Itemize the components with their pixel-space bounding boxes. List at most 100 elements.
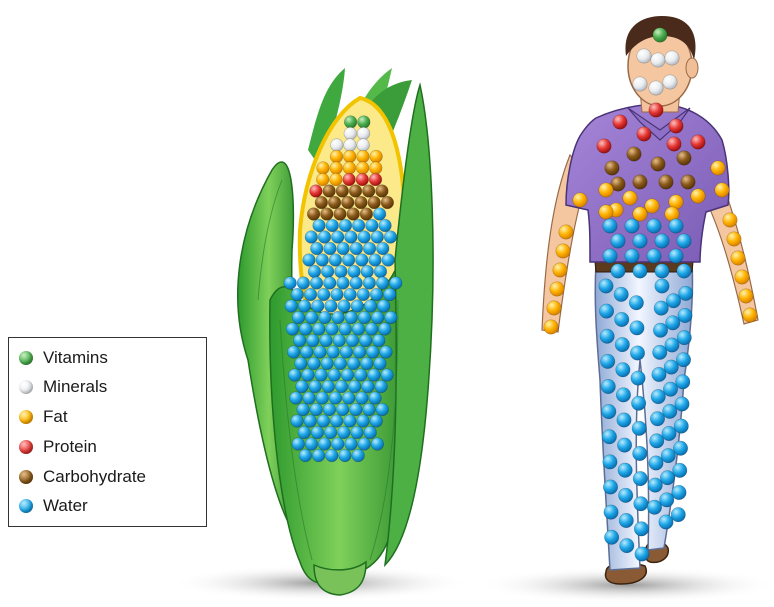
minerals-molecule <box>665 51 679 65</box>
water-molecule <box>632 421 646 435</box>
fat-molecule <box>317 162 330 175</box>
carbohydrate-molecule <box>651 157 665 171</box>
water-molecule <box>353 346 366 359</box>
water-molecule <box>337 277 350 290</box>
legend-item-carbohydrate: Carbohydrate <box>19 466 146 488</box>
water-molecule <box>290 392 303 405</box>
water-molecule <box>357 415 370 428</box>
fat-molecule <box>556 244 570 258</box>
water-molecule <box>363 242 376 255</box>
water-molecule <box>666 294 680 308</box>
water-molecule <box>329 254 342 267</box>
water-molecule <box>600 354 614 368</box>
water-molecule <box>294 357 307 370</box>
carbohydrate-molecule <box>368 196 381 209</box>
water-molecule <box>339 449 352 462</box>
water-molecule <box>292 311 305 324</box>
water-molecule <box>342 392 355 405</box>
water-molecule <box>313 323 326 336</box>
legend-label-minerals: Minerals <box>43 377 107 397</box>
fat-molecule <box>731 251 745 265</box>
carbohydrate-molecule <box>627 147 641 161</box>
water-molecule <box>299 449 312 462</box>
water-molecule <box>634 497 648 511</box>
water-molecule <box>358 438 371 451</box>
water-molecule <box>615 312 629 326</box>
water-molecule <box>305 311 318 324</box>
water-molecule <box>330 415 343 428</box>
water-molecule <box>611 264 625 278</box>
water-molecule <box>350 242 363 255</box>
water-molecule <box>363 403 376 416</box>
protein-molecule <box>669 119 683 133</box>
water-molecule <box>344 288 357 301</box>
water-molecule <box>358 231 371 244</box>
water-molecule <box>302 369 315 382</box>
water-molecule <box>358 311 371 324</box>
water-molecule <box>293 334 306 347</box>
water-molecule <box>677 264 691 278</box>
minerals-molecule <box>633 77 647 91</box>
fat-molecule <box>691 189 705 203</box>
water-molecule <box>371 231 384 244</box>
fat-molecule <box>743 308 757 322</box>
water-molecule <box>633 234 647 248</box>
water-molecule <box>630 346 644 360</box>
water-molecule <box>323 403 336 416</box>
water-molecule <box>631 371 645 385</box>
water-molecule <box>354 369 367 382</box>
water-molecule <box>335 380 348 393</box>
water-molecule <box>633 471 647 485</box>
water-molecule <box>318 438 331 451</box>
water-molecule <box>376 242 389 255</box>
water-molecule <box>620 538 634 552</box>
water-molecule <box>357 288 370 301</box>
water-molecule <box>321 357 334 370</box>
water-molecule <box>651 389 665 403</box>
water-molecule <box>327 346 340 359</box>
carbohydrate-molecule <box>633 175 647 189</box>
water-molecule <box>291 288 304 301</box>
water-molecule <box>615 337 629 351</box>
legend-item-fat: Fat <box>19 406 68 428</box>
water-molecule <box>301 346 314 359</box>
water-molecule <box>344 415 357 428</box>
water-molecule <box>359 334 372 347</box>
water-molecule <box>371 311 384 324</box>
water-molecule <box>634 522 648 536</box>
water-molecule <box>342 254 355 267</box>
water-molecule <box>655 234 669 248</box>
water-molecule <box>316 254 329 267</box>
minerals-molecule <box>651 53 665 67</box>
minerals-molecule <box>637 49 651 63</box>
legend-label-water: Water <box>43 496 88 516</box>
water-molecule <box>296 380 309 393</box>
water-molecule <box>318 231 331 244</box>
carbohydrate-molecule <box>323 185 336 198</box>
minerals-molecule <box>344 127 357 140</box>
water-molecule <box>322 380 335 393</box>
legend-label-carbohydrate: Carbohydrate <box>43 467 146 487</box>
minerals-molecule <box>331 139 344 152</box>
water-molecule <box>599 304 613 318</box>
water-molecule <box>648 478 662 492</box>
water-molecule <box>320 334 333 347</box>
carbohydrate-molecule <box>347 208 360 221</box>
water-molecule <box>328 369 341 382</box>
water-molecule <box>329 392 342 405</box>
water-molecule <box>310 403 323 416</box>
carbohydrate-molecule <box>321 208 334 221</box>
minerals-molecule <box>344 139 357 152</box>
water-molecule <box>312 449 325 462</box>
water-molecule <box>618 488 632 502</box>
water-molecule <box>304 415 317 428</box>
water-molecule <box>339 219 352 232</box>
legend-label-protein: Protein <box>43 437 97 457</box>
water-molecule <box>659 515 673 529</box>
water-molecule <box>363 277 376 290</box>
legend-label-vitamins: Vitamins <box>43 348 108 368</box>
fat-molecule <box>735 270 749 284</box>
water-molecule <box>617 438 631 452</box>
water-molecule <box>345 438 358 451</box>
water-molecule <box>310 277 323 290</box>
